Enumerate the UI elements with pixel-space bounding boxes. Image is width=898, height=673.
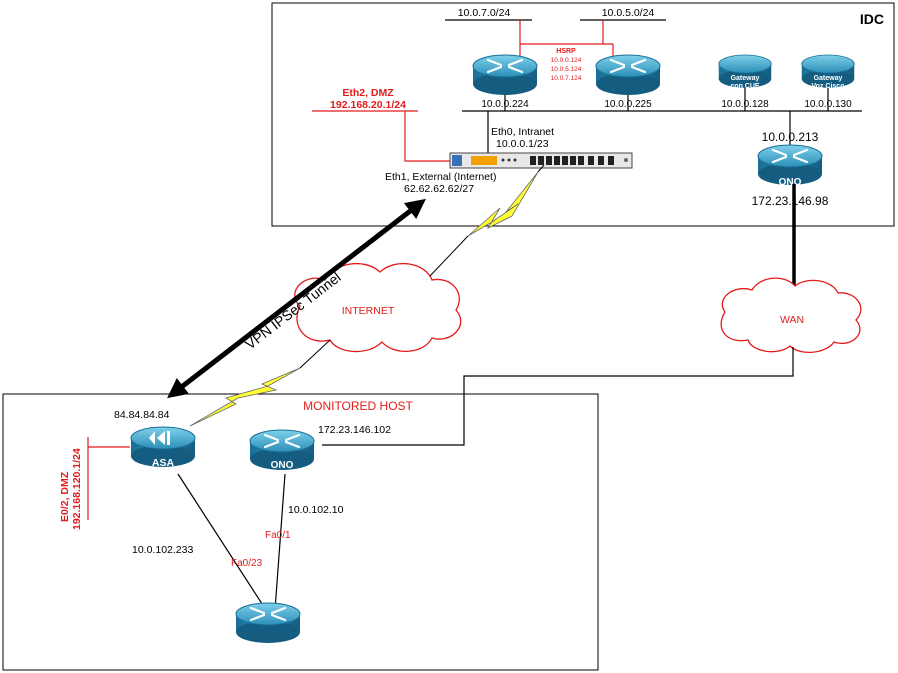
ono-idc-top-ip: 10.0.0.213 [762,130,819,144]
asa-dmz-title: E0/2, DMZ [59,471,71,522]
asa-lan-ip: 10.0.102.233 [132,544,193,556]
ono-host-label: ONO [271,460,294,471]
asa-firewall [130,426,196,467]
gateway-cue-ip: 10.0.0.128 [721,99,769,110]
port-fa023: Fa0/23 [231,558,263,569]
hsrp-links [519,20,614,58]
asa-dmz-ip: 192.168.120.1/24 [71,448,83,530]
router-hsrp-1 [471,53,539,97]
port-fa01: Fa0/1 [265,530,291,541]
router-core-host [234,601,302,645]
asa-public-ip: 84.84.84.84 [114,409,170,421]
internet-label: INTERNET [342,305,395,317]
firewall-appliance [449,152,633,169]
ono-host-ip: 172.23.146.102 [318,424,391,436]
eth1-label: Eth1, External (Internet) [385,171,496,183]
asa-switch-link [177,473,267,611]
ono-host-lan-ip: 10.0.102.10 [288,504,344,516]
router-hsrp-2 [594,53,662,97]
vpn-tunnel-arrow [167,198,426,399]
gateway-cue-label-1: Gateway [731,75,760,82]
router-1-ip: 10.0.0.224 [481,99,529,110]
hsrp-ip-1: 10.0.0.124 [551,57,582,64]
ono-idc-bottom-ip: 172.23.146.98 [752,194,829,208]
monitored-host-title: MONITORED HOST [303,399,413,413]
wan-cloud [720,277,862,353]
idc-dmz-link [404,111,452,162]
ono-switch-link [274,473,286,611]
gateway-voz-ip: 10.0.0.130 [804,99,852,110]
internet-host-lightning [189,367,301,427]
idc-dmz-ip: 192.168.20.1/24 [330,99,406,111]
gateway-voz-label-1: Gateway [814,75,843,82]
gateway-voz-label-2: Voz Cisco [812,83,845,90]
eth1-ip: 62.62.62.62/27 [404,183,474,195]
router-2-ip: 10.0.0.225 [604,99,652,110]
gateway-cue-label-2: con CUE [730,83,760,90]
gateway-voz-router [801,54,855,88]
eth0-label: Eth0, Intranet [491,126,554,138]
eth0-ip: 10.0.0.1/23 [496,138,549,150]
asa-label: ASA [152,457,175,469]
hsrp-ip-3: 10.0.7.124 [551,75,582,82]
ono-idc-label: ONO [779,177,802,188]
idc-title: IDC [860,11,884,27]
wan-label: WAN [780,314,804,326]
gateway-cue-router [718,54,772,88]
net-5-label: 10.0.5.0/24 [602,7,655,19]
net-7-label: 10.0.7.0/24 [458,7,511,19]
wan-to-host-link [322,347,794,446]
hsrp-ip-2: 10.0.5.124 [551,66,582,73]
hsrp-title: HSRP [556,48,576,55]
idc-dmz-title: Eth2, DMZ [342,87,394,99]
idc-frame [271,2,895,227]
